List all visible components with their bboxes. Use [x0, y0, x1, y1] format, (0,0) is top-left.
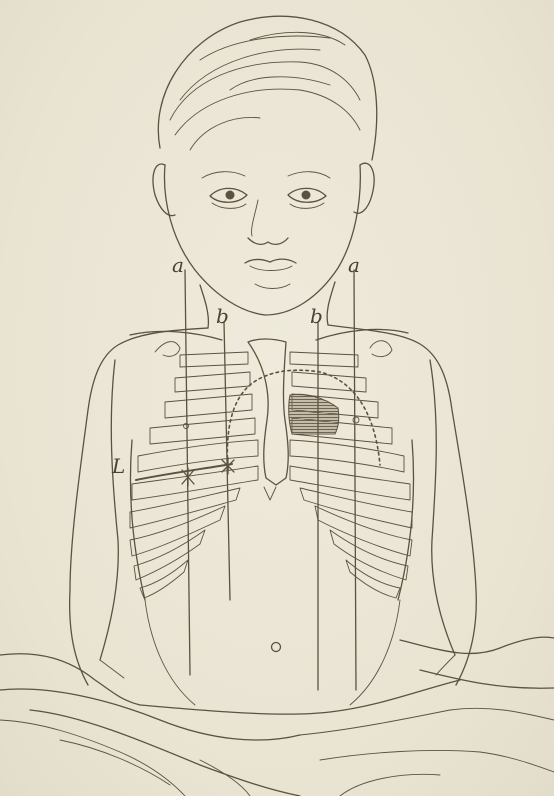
ribs-left	[130, 352, 258, 600]
line-a-right	[354, 270, 356, 690]
sternum	[248, 339, 288, 500]
label-a-right: a	[348, 255, 360, 275]
ribs-right	[184, 352, 414, 600]
right-ear	[354, 163, 374, 213]
face	[153, 163, 374, 315]
cardiac-dullness-area	[289, 394, 339, 434]
hair	[158, 16, 376, 160]
label-b-left: b	[216, 306, 229, 326]
drapery	[0, 637, 554, 796]
abdomen	[145, 600, 400, 705]
label-L: L	[112, 456, 125, 476]
label-a-left: a	[172, 255, 184, 275]
nose	[248, 238, 288, 244]
mouth	[245, 259, 296, 263]
line-a-left	[185, 270, 190, 675]
line-b-left	[224, 322, 230, 600]
label-b-right: b	[310, 306, 323, 326]
navel	[272, 643, 281, 652]
